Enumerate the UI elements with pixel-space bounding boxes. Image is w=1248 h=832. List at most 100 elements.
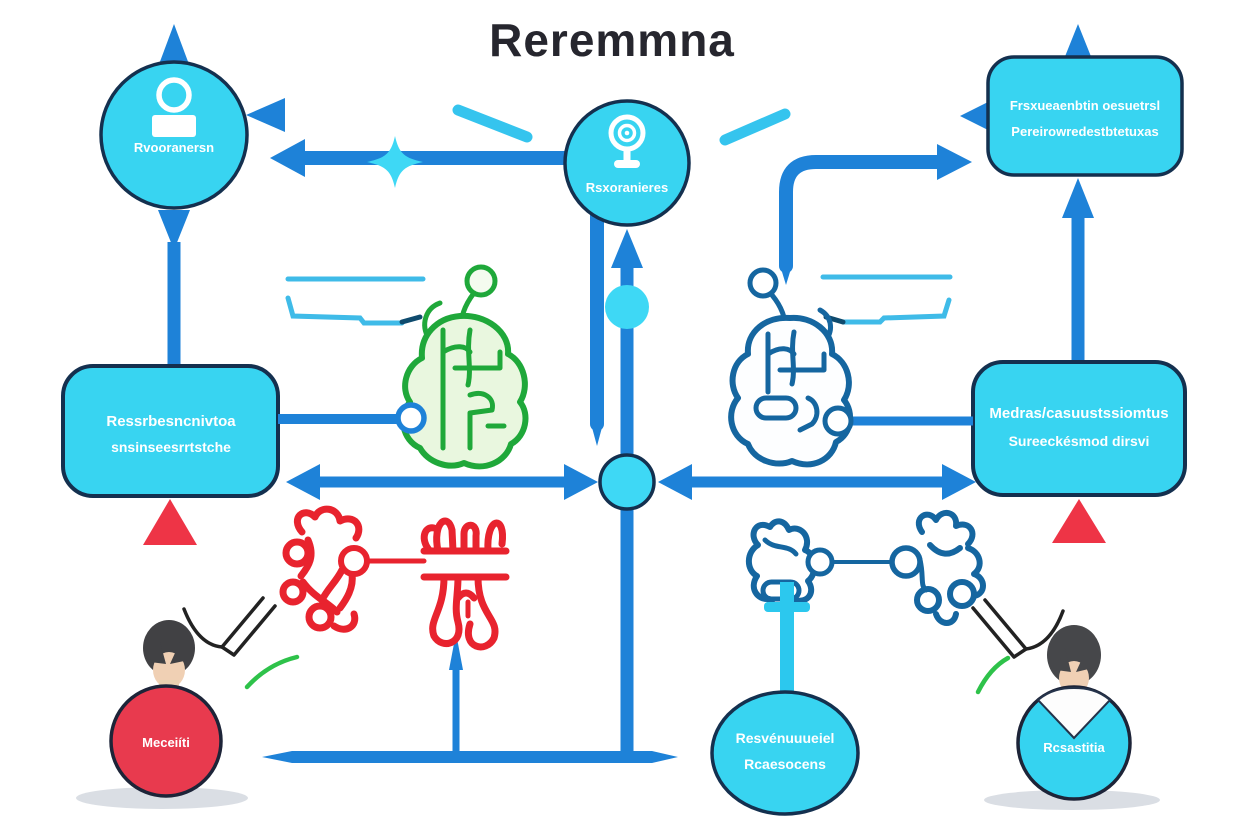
blob-squiggle [965, 545, 986, 599]
double-arrow-left [286, 464, 598, 500]
node-label: Rcsastitia [1043, 740, 1105, 755]
bottom-baseline [262, 633, 678, 763]
blob-squiggle [927, 542, 963, 557]
arrowhead-right-icon [564, 464, 598, 500]
bracket-lines-right [820, 274, 953, 325]
bracket-step-line [840, 297, 952, 325]
box-label-line1: Medras/casuustssiomtus [989, 405, 1168, 422]
bracket-dark-tip [399, 314, 423, 325]
elbow-line [779, 155, 945, 273]
pair-link-node [338, 545, 370, 577]
blob-loop [914, 586, 942, 614]
dash-left-icon [452, 104, 533, 143]
accent-marks-right [971, 598, 1065, 695]
t-stem [780, 582, 794, 700]
box-label-line2: Pereirowredestbtetuxas [1011, 124, 1158, 139]
spike-left-icon [960, 100, 992, 132]
blob-squiggle [318, 566, 346, 604]
inner-stroke [789, 329, 797, 387]
blob-loop [305, 602, 335, 632]
blob-bumps [933, 611, 959, 626]
inner-stroke [797, 395, 820, 433]
arrowhead-down-icon [158, 210, 190, 250]
blue-molecule-icon [728, 267, 854, 468]
hair-fringe [1056, 648, 1071, 672]
blob-bumps [915, 509, 976, 547]
bracket-lines-left [285, 276, 426, 326]
arrowhead-up-icon [1062, 178, 1094, 218]
receptor-prong [484, 519, 507, 555]
blob-outline [400, 312, 529, 470]
box-label-line1: Frsxueaenbtin oesuetrsl [1010, 98, 1160, 113]
mid-left-box: Ressrbesncnivtoa snsinseesrrtstche [61, 364, 400, 545]
inner-stroke [467, 391, 495, 451]
hair-fringe [170, 642, 189, 664]
blob-bumps [330, 610, 359, 633]
webcam-inner-ring [617, 123, 637, 143]
dash-right-icon [719, 108, 791, 146]
antenna-ball [747, 267, 779, 299]
red-triangle-icon [143, 499, 197, 545]
inner-stroke [452, 349, 503, 371]
black-curve [182, 607, 224, 649]
arrowhead-left-icon [270, 139, 305, 177]
center-spine [605, 229, 649, 757]
arrowhead-up-icon [611, 229, 643, 268]
box-shape [61, 364, 280, 498]
top-center-circle-node: Rsxoranieres [563, 99, 691, 227]
receptor-band [420, 547, 510, 581]
link-node-left [395, 402, 427, 434]
blob-loop [947, 579, 977, 609]
inner-stroke [777, 351, 827, 373]
blob-bumps [293, 505, 363, 542]
receptor-arc [454, 589, 478, 602]
blue-molecule-pair-icon [745, 509, 986, 626]
green-molecule-icon [400, 264, 529, 470]
person-body [152, 115, 196, 137]
patient-left: Meceiíti [109, 620, 223, 798]
webcam-icon [608, 114, 646, 168]
green-arc [244, 654, 300, 690]
node-label-line1: Resvénuuueiel [736, 730, 835, 746]
arrowhead-right-icon [942, 464, 976, 500]
blob-squiggle [297, 536, 315, 580]
bracket-step-line [285, 295, 405, 326]
node-label: Meceiíti [142, 735, 190, 750]
arrow-elbow-right [779, 144, 972, 285]
antenna-ball [464, 264, 498, 298]
circle-shape [109, 684, 223, 798]
ellipse-shape [710, 690, 860, 816]
person-head [156, 77, 192, 113]
receptor-prong [433, 517, 457, 555]
mid-right-box: Medras/casuustssiomtus Sureeckésmod dirs… [850, 360, 1187, 543]
double-arrow-right [658, 464, 976, 500]
shirt-collar [1036, 686, 1112, 740]
hair-fringe [1076, 650, 1093, 672]
baseline-bar [262, 751, 678, 763]
accent-marks-left [182, 596, 300, 690]
radiating-dashes [452, 104, 791, 146]
receptor-leg [429, 573, 463, 647]
webcam-base [614, 160, 640, 168]
patient-right: Rcsastitia [1016, 625, 1132, 801]
blob-loop [282, 538, 312, 568]
green-arc [975, 655, 1011, 695]
blob-squiggle [336, 570, 356, 612]
box-shape [971, 360, 1187, 497]
page-title: Reremmna [489, 14, 735, 66]
blob-loop [279, 578, 307, 606]
t-crossbar [764, 602, 810, 612]
inner-stroke [762, 537, 799, 557]
taper-tip [779, 262, 793, 285]
spike-up-icon [1062, 24, 1094, 64]
hair-fringe [150, 642, 166, 664]
arrowhead-left-icon [286, 464, 320, 500]
ground-shadows [76, 787, 1160, 810]
black-curve [1024, 609, 1065, 651]
receptor-curl [420, 524, 438, 555]
webcam-dot [624, 130, 630, 136]
red-molecule-pair-icon [279, 505, 510, 651]
box-label-line2: snsinseesrrtstche [111, 439, 231, 455]
